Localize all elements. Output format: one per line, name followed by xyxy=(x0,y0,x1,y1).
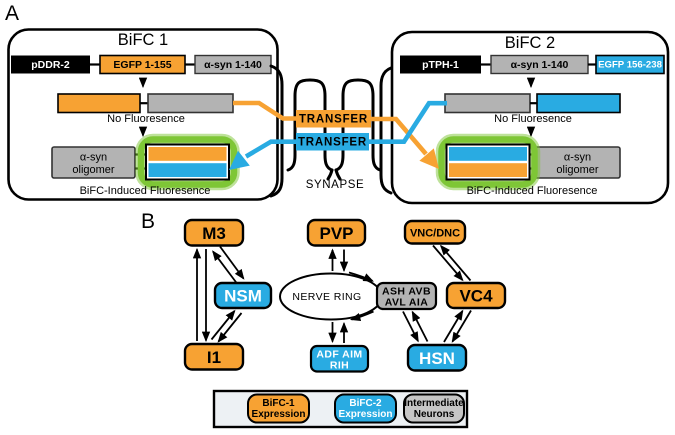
legend-intermediate-swatch xyxy=(403,393,465,424)
bifc1-panel: BiFC 1 pDDR-2 EGFP 1-155 α-syn 1-140 No … xyxy=(7,28,279,201)
synapse-cleft-wall xyxy=(334,168,342,181)
node-hsn-label: HSN xyxy=(419,349,455,368)
bifc1-oligomer-line1: α-syn xyxy=(80,152,107,164)
bifc1-egfp-label: EGFP 1-155 xyxy=(113,59,171,71)
legend-bifc1-swatch xyxy=(247,393,310,424)
node-adf-line2: RIH xyxy=(330,360,349,372)
node-interneurons-line2: AVL AIA xyxy=(385,297,428,309)
blue-transfer-line-right xyxy=(369,100,447,144)
bifc2-title: BiFC 2 xyxy=(505,34,555,52)
node-vc4 xyxy=(445,281,507,310)
bifc2-promoter-box xyxy=(400,55,481,74)
bifc2-no-fluorescence-label: No Fluoresence xyxy=(494,113,572,125)
synapse-left-membrane xyxy=(269,64,284,198)
synapse-label: SYNAPSE xyxy=(306,179,365,191)
transfer-top-label: TRANSFER xyxy=(299,114,368,126)
bifc2-complex-orange-bar xyxy=(449,163,527,177)
legend: BiFC-1 Expression BiFC-2 Expression Inte… xyxy=(212,389,469,429)
arrow-vc4-to-vnc xyxy=(439,244,472,282)
legend-bifc1-line1: BiFC-1 xyxy=(262,398,295,409)
bifc2-oligomer-line2: oligomer xyxy=(556,164,599,176)
nerve-ring-label: NERVE RING xyxy=(292,291,361,303)
legend-bifc2-line2: Expression xyxy=(339,409,393,420)
arrow-nervering-to-interneurons xyxy=(348,271,374,282)
arrow-hsn-to-interneurons xyxy=(411,310,429,342)
orange-transfer-line-right xyxy=(370,116,428,156)
bifc1-no-fluorescence-label: No Fluoresence xyxy=(107,113,185,125)
synapse-right-membrane xyxy=(379,66,393,195)
arrow-interneurons-to-nervering xyxy=(349,310,374,322)
node-pvp xyxy=(306,218,367,247)
panel-b-label: B xyxy=(141,210,155,233)
bifc1-induced-label: BiFC-Induced Fluoresence xyxy=(80,185,211,197)
bifc1-complex-blue-bar xyxy=(148,163,227,177)
legend-intermediate-line2: Neurons xyxy=(414,409,455,420)
node-nsm xyxy=(213,281,273,310)
legend-bifc2-line1: BiFC-2 xyxy=(349,398,382,409)
node-interneurons xyxy=(375,281,438,311)
bifc1-oligomer-box xyxy=(51,146,136,179)
transfer-bottom-label: TRANSFER xyxy=(298,137,367,149)
bifc2-asyn-bar-gray xyxy=(444,93,531,114)
node-vc4-label: VC4 xyxy=(459,287,493,306)
arrow-nsm-to-m3 xyxy=(212,250,238,285)
node-hsn xyxy=(406,343,468,372)
synapse-finger-2 xyxy=(334,78,382,172)
bifc1-oligomer-line2: oligomer xyxy=(72,164,115,176)
node-adf-line1: ADF AIM xyxy=(316,349,362,361)
transfer-paths: TRANSFER TRANSFER SYNAPSE xyxy=(229,100,447,191)
bifc2-fragment-bar-blue xyxy=(536,93,621,114)
node-interneurons-line1: ASH AVB xyxy=(382,286,431,298)
node-i1 xyxy=(183,342,245,371)
arrow-hsn-to-vc4 xyxy=(443,309,464,343)
node-i1-label: I1 xyxy=(207,348,221,367)
node-pvp-label: PVP xyxy=(319,224,353,243)
blue-transfer-arrowhead-icon xyxy=(229,150,250,170)
node-adf-aim-rih xyxy=(309,344,370,373)
bifc2-promoter-label: pTPH-1 xyxy=(422,59,459,71)
bifc1-asyn-bar-gray xyxy=(147,93,234,114)
legend-bifc1-line2: Expression xyxy=(252,409,306,420)
transfer-band-orange xyxy=(296,110,371,128)
node-nsm-label: NSM xyxy=(224,287,262,306)
bifc1-complex-orange-bar xyxy=(148,147,227,161)
node-m3-label: M3 xyxy=(202,224,226,243)
bifc2-egfp-label: EGFP 156-238 xyxy=(598,60,662,71)
bifc1-promoter-box xyxy=(11,55,90,74)
bifc2-induced-label: BiFC-Induced Fluoresence xyxy=(467,185,598,197)
arrow-m3-to-nsm xyxy=(219,245,245,280)
synapse-structure xyxy=(269,64,393,198)
legend-bifc2-swatch xyxy=(334,393,397,424)
arrow-vc4-to-hsn xyxy=(451,310,472,343)
bifc1-title: BiFC 1 xyxy=(118,31,168,49)
node-m3 xyxy=(183,218,245,247)
bifc1-promoter-label: pDDR-2 xyxy=(31,59,70,71)
bifc2-complex-blue-bar xyxy=(449,147,527,161)
arrow-vnc-to-vc4 xyxy=(432,244,464,282)
bifc2-panel: BiFC 2 pTPH-1 α-syn 1-140 EGFP 156-238 N… xyxy=(390,30,670,205)
bifc2-egfp-box xyxy=(595,54,665,75)
orange-transfer-arrowhead-icon xyxy=(419,148,439,169)
synapse-finger-1 xyxy=(286,78,334,172)
node-vnc-dnc xyxy=(403,219,467,245)
bifc2-oligomer-line1: α-syn xyxy=(564,152,591,164)
circuit-diagram: NERVE RING M3 PVP VNC/DNC NSM VC4 I1 HSN… xyxy=(183,218,507,373)
arrow-interneurons-to-hsn xyxy=(402,311,419,343)
bifc1-asyn-label: α-syn 1-140 xyxy=(204,59,262,71)
node-vnc-dnc-label: VNC/DNC xyxy=(410,228,460,240)
arrow-i1-to-nsm xyxy=(210,309,236,341)
synapse-cleft-wall xyxy=(326,168,334,181)
arrow-nsm-to-i1 xyxy=(217,312,243,343)
transfer-band-blue xyxy=(296,133,369,151)
bifc2-asyn-label: α-syn 1-140 xyxy=(511,59,569,71)
legend-intermediate-line1: Intermediate xyxy=(404,398,464,409)
orange-transfer-line-left xyxy=(233,100,299,121)
bifc1-fragment-bar-orange xyxy=(57,93,141,114)
panel-a-label: A xyxy=(5,2,19,25)
blue-transfer-line-left xyxy=(244,139,297,159)
fluorescence-glow xyxy=(438,136,538,188)
